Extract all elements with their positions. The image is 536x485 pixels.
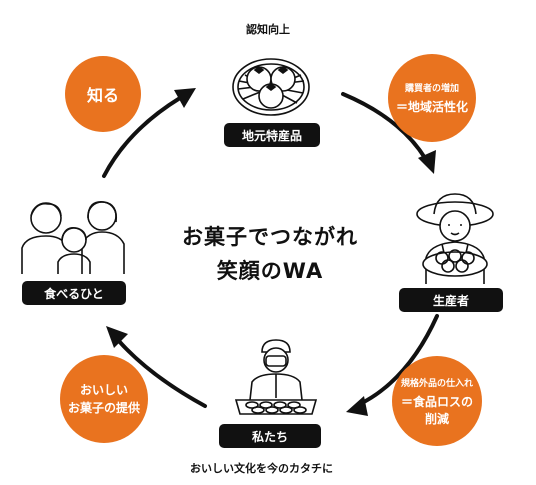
bubble-food-loss-small: 規格外品の仕入れ bbox=[400, 378, 473, 389]
bubble-fan-increase-small: 購買者の増加 bbox=[404, 84, 459, 94]
confectioner-icon bbox=[234, 338, 318, 418]
bubble-fan-increase: 購買者の増加 ＝地域活性化 bbox=[388, 54, 476, 142]
arrow-us-to-provide bbox=[118, 340, 205, 406]
center-title-line1: お菓子でつながれ bbox=[182, 225, 358, 249]
center-title: お菓子でつながれ 笑顔のWA bbox=[150, 220, 390, 288]
family-icon bbox=[18, 198, 128, 274]
bubble-food-loss: 規格外品の仕入れ ＝食品ロスの 削減 bbox=[392, 356, 482, 446]
node-us: 私たち bbox=[219, 424, 321, 448]
bottom-caption: おいしい文化を今のカタチに bbox=[190, 462, 333, 475]
arrowhead-1 bbox=[174, 88, 196, 108]
arrowhead-4 bbox=[106, 326, 128, 348]
arrow-know-to-product bbox=[104, 98, 180, 176]
arrow-product-to-producer bbox=[343, 94, 425, 158]
arrowhead-3 bbox=[346, 396, 368, 416]
farmer-icon bbox=[412, 192, 498, 284]
bubble-provide-line2: お菓子の提供 bbox=[67, 401, 140, 415]
bubble-know-label: 知る bbox=[86, 86, 119, 105]
bubble-fan-increase-big: ＝地域活性化 bbox=[395, 100, 468, 114]
bubble-food-loss-big2: 削減 bbox=[424, 411, 449, 426]
node-producer: 生産者 bbox=[399, 288, 503, 312]
bubble-provide-line1: おいしい bbox=[79, 383, 128, 397]
bubble-food-loss-big1: ＝食品ロスの bbox=[400, 394, 473, 409]
bubble-know: 知る bbox=[65, 56, 141, 132]
node-local-product: 地元特産品 bbox=[224, 123, 320, 147]
node-eater: 食べるひと bbox=[22, 281, 126, 305]
arrowhead-2 bbox=[418, 150, 436, 174]
center-title-line2: 笑顔のWA bbox=[216, 259, 324, 283]
top-caption: 認知向上 bbox=[246, 23, 290, 36]
bubble-provide: おいしい お菓子の提供 bbox=[60, 355, 148, 443]
persimmon-basket-icon bbox=[231, 41, 311, 121]
